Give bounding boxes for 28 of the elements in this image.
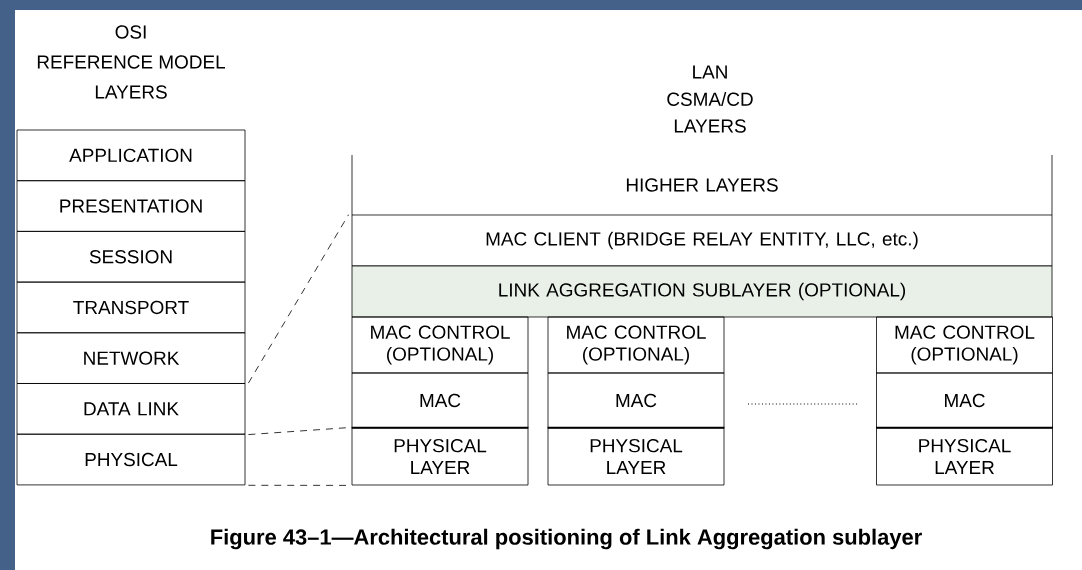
mac-box: MAC (547, 372, 725, 429)
heading: REFERENCE MODEL (37, 55, 225, 69)
osi-layer-box: PRESENTATION (16, 180, 246, 232)
dashed-line (248, 214, 349, 384)
osi-layer-box: TRANSPORT (16, 281, 246, 334)
caption: Figure 43–1—Architectural positioning of Link Aggregation sublayer (211, 528, 922, 550)
heading: LAYERS (95, 85, 167, 99)
dashed-line (248, 484, 349, 486)
mac-box: MAC (876, 372, 1053, 429)
osi-layer-box: SESSION (16, 231, 246, 283)
osi-layer-box: APPLICATION (16, 129, 246, 182)
physical-layer-box: PHYSICAL LAYER (546, 426, 726, 486)
physical-layer-box: PHYSICAL LAYER (875, 426, 1054, 486)
mac-control-box: MAC CONTROL (OPTIONAL) (351, 316, 529, 374)
heading: LAN (693, 65, 727, 79)
heading: OSI (115, 25, 146, 39)
mac-box: MAC (351, 372, 529, 429)
heading: LAYERS (674, 119, 746, 133)
osi-layer-box: PHYSICAL (16, 433, 246, 486)
mac-control-box: MAC CONTROL (OPTIONAL) (547, 316, 725, 374)
osi-layer-box: DATA LINK (16, 383, 246, 435)
physical-layer-box: PHYSICAL LAYER (350, 426, 530, 486)
heading: CSMA/CD (667, 92, 753, 106)
sublayer-band: LINK AGGREGATION SUBLAYER (OPTIONAL) (351, 265, 1053, 318)
mac-control-box: MAC CONTROL (OPTIONAL) (876, 316, 1053, 374)
higher-layers-box: HIGHER LAYERS (351, 154, 1053, 216)
osi-layer-box: NETWORK (16, 332, 246, 384)
dashed-line (248, 427, 349, 435)
